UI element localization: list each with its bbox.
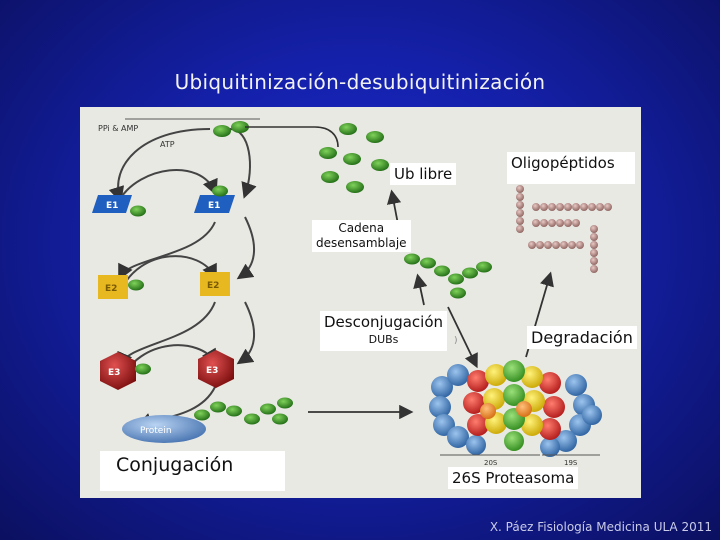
label-20s: 20S — [484, 459, 498, 467]
ubiquitin-chain — [404, 253, 492, 299]
degradacion-label: Degradación — [527, 326, 637, 349]
desconjugacion-label: Desconjugación DUBs — [320, 311, 448, 351]
recycle-arrow — [245, 126, 339, 148]
ubiquitin-icon — [244, 413, 260, 425]
credit-text: X. Páez Fisiología Medicina ULA 2011 — [489, 520, 712, 534]
e1-enzyme-icon — [194, 195, 235, 213]
oligopeptidos-label: Oligopéptidos — [507, 152, 635, 184]
cycle-arrow — [108, 128, 211, 203]
ppi-amp-label: PPi & AMP — [98, 124, 138, 133]
e1-label: E1 — [106, 201, 118, 211]
ubiquitin-icon — [277, 397, 293, 409]
cadena-line2: desensamblaje — [316, 236, 407, 250]
dubs-text: DUBs — [368, 333, 399, 346]
cycle-arrow — [118, 221, 216, 281]
cycle-arrow — [236, 301, 256, 365]
arrow-to-chain — [413, 273, 428, 306]
conjugacion-label: Conjugación — [100, 451, 285, 491]
ubiquitin-icon — [226, 405, 242, 417]
ubiquitin-icon — [135, 363, 151, 375]
cycle-arrow — [229, 128, 257, 199]
e1-enzyme-icon — [92, 195, 132, 213]
cycle-arrow — [117, 301, 216, 369]
proteasoma-label: 26S Proteasoma — [448, 467, 579, 489]
desconjugacion-text: Desconjugación — [324, 313, 444, 331]
arrow-to-proteasome — [447, 306, 478, 369]
cycle-arrow — [236, 216, 256, 280]
proteasome-26s-icon: 20S 19S — [429, 360, 602, 467]
e2-enzyme-icon — [98, 275, 128, 299]
ubiquitin-icon — [210, 401, 226, 413]
cadena-line1: Cadena — [338, 221, 385, 235]
label-19s: 19S — [564, 459, 578, 467]
ubiquitin-icon — [130, 205, 146, 217]
atp-label: ATP — [160, 140, 175, 149]
ub-libre-label: Ub libre — [390, 163, 457, 185]
ubiquitin-icon — [212, 185, 228, 197]
protein-substrate-icon — [122, 415, 206, 443]
protein-label: Protein — [140, 426, 172, 436]
e3-enzyme-icon — [100, 352, 136, 390]
ubiquitin-icon — [260, 403, 276, 415]
diagram-panel: PPi & AMP ATP E1 E1 E2 E2 E3 E3 — [80, 107, 641, 498]
ubiquitin-icon — [231, 121, 249, 133]
ubiquitination-diagram: PPi & AMP ATP E1 E1 E2 E2 E3 E3 — [92, 118, 612, 467]
dubs-paren: ) — [454, 336, 458, 346]
e1-label: E1 — [208, 201, 220, 211]
e2-label: E2 — [105, 284, 117, 294]
e2-label: E2 — [207, 281, 219, 291]
ubiquitin-icon — [128, 279, 144, 291]
e3-label: E3 — [206, 366, 218, 376]
ubiquitin-icon — [272, 413, 288, 425]
e3-label: E3 — [108, 368, 120, 378]
cadena-desensamblaje-label: Cadena desensamblaje — [312, 220, 411, 252]
cycle-arrow — [119, 169, 218, 200]
slide-title: Ubiquitinización-desubiquitinización — [174, 70, 546, 94]
cycle-arrow — [119, 255, 217, 293]
ubiquitin-icon — [213, 125, 231, 137]
e3-enzyme-icon — [198, 350, 234, 388]
e2-enzyme-icon — [200, 272, 230, 296]
free-ubiquitin-cluster — [319, 123, 389, 193]
ubiquitin-icon — [194, 409, 210, 421]
oligopeptides-icon — [516, 185, 612, 273]
